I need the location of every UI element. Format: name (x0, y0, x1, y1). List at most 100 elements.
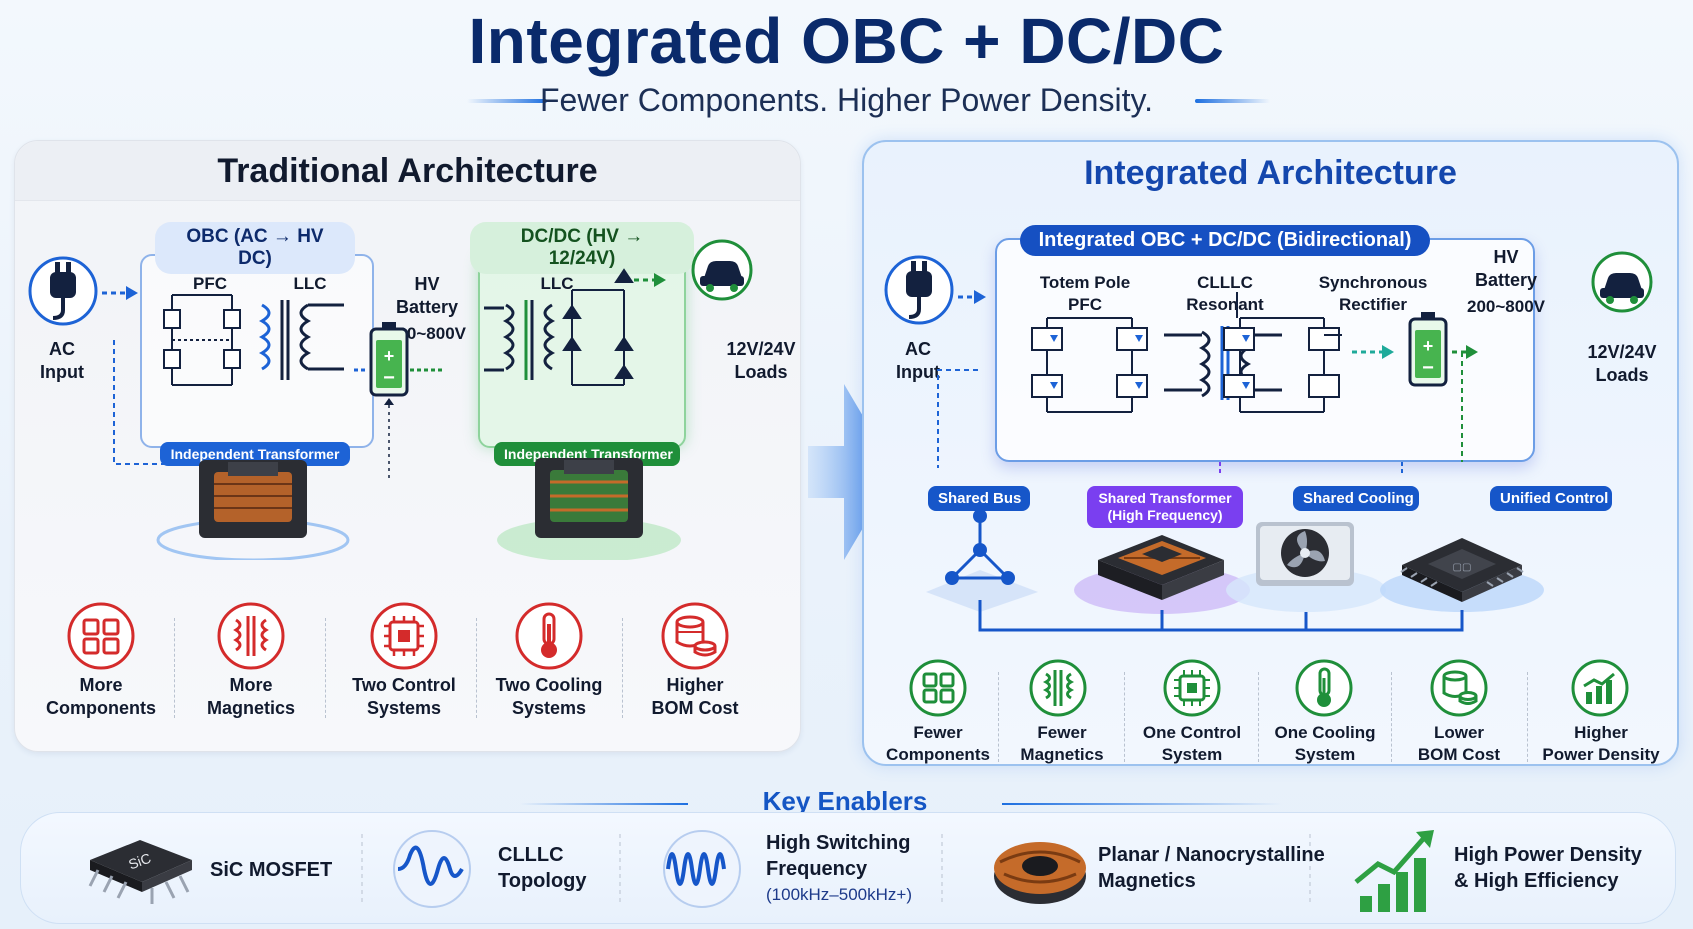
key-enablers-icons: SiC (88, 830, 1434, 912)
int-separator (1391, 672, 1392, 762)
components-grid-icon (909, 659, 967, 717)
trad-separator (622, 618, 623, 718)
int-benefit-label: Higher Power Density (1542, 723, 1660, 764)
traditional-title: Traditional Architecture (217, 152, 598, 190)
trad-separator (174, 618, 175, 718)
ac-plug-icon (884, 255, 954, 325)
network-icon (926, 488, 1038, 612)
trad-drawback-label: More Components (46, 675, 156, 718)
coins-icon (1430, 659, 1488, 717)
int-separator (1527, 672, 1528, 762)
thermometer-icon (515, 602, 583, 670)
svg-text:+: + (1423, 336, 1434, 356)
obc-pfc-label: PFC (193, 274, 227, 293)
key-enablers-rule-left (520, 803, 688, 805)
ke-label: High Switching Frequency (766, 832, 911, 880)
sync-rectifier-icon (1223, 292, 1340, 413)
int-battery-icon: + − (1408, 312, 1448, 387)
car-loads-icon (691, 239, 753, 301)
trad-drawbacks-row: More Components More Magnetics Two Contr… (14, 600, 801, 740)
subtitle-rule-right (1195, 99, 1270, 103)
sic-chip-text: SiC (126, 850, 153, 873)
svg-text:+: + (384, 346, 395, 366)
trad-drawback-label: More Magnetics (206, 675, 296, 718)
svg-text:▢▢: ▢▢ (1453, 562, 1472, 573)
magnetics-icon (1029, 659, 1087, 717)
int-benefit-label: Lower BOM Cost (1417, 723, 1501, 764)
integrated-diagram: + − (884, 251, 1653, 632)
growth-chart-icon (1571, 659, 1629, 717)
page-title: Integrated OBC + DC/DC (468, 5, 1225, 77)
svg-text:−: − (1422, 357, 1434, 379)
coins-icon (661, 602, 729, 670)
trad-drawback-icons (67, 602, 729, 670)
car-loads-icon (1591, 251, 1653, 313)
int-benefit-label: Fewer Components (886, 723, 990, 764)
int-separator (998, 672, 999, 762)
stage-label: Synchronous Rectifier (1318, 273, 1428, 314)
integrated-title: Integrated Architecture (1084, 154, 1457, 192)
magnetics-icon (217, 602, 285, 670)
obc-transformer-core-icon (156, 460, 350, 560)
battery-control-line (384, 398, 394, 480)
ac-plug-icon (28, 256, 98, 326)
int-separator (1124, 672, 1125, 762)
components-grid-icon (67, 602, 135, 670)
int-benefit-label: One Control System (1142, 723, 1242, 764)
integrated-to-battery-arrow (1352, 345, 1394, 359)
obc-transformer-icon (258, 300, 344, 380)
key-enablers-title: Key Enablers (762, 786, 928, 816)
subtitle-rule-left (467, 99, 547, 103)
int-benefit-icons (909, 659, 1629, 717)
chip-icon (1163, 659, 1221, 717)
shared-bus-tag: Shared Bus (928, 486, 1030, 511)
trad-drawback-label: Two Cooling Systems (495, 675, 603, 718)
ke-detail: (100kHz–500kHz+) (766, 885, 912, 904)
diode-rectifier-icon (562, 268, 634, 386)
battery-to-loads-arrow (1452, 345, 1478, 359)
dcdc-llc-label: LLC (540, 274, 574, 293)
trad-separator (476, 618, 477, 718)
integrated-box-label: Integrated OBC + DC/DC (Bidirectional) (1020, 225, 1430, 256)
ac-to-integrated-arrow (958, 290, 986, 304)
int-benefit-label: Fewer Magnetics (1020, 723, 1104, 764)
trad-drawback-label: Higher BOM Cost (651, 675, 739, 718)
growth-bars-icon (1354, 830, 1434, 912)
stage-label: Totem Pole PFC (1039, 273, 1131, 314)
ke-item-hf: High Switching Frequency (100kHz–500kHz+… (766, 830, 936, 908)
obc-transformer-tag: Independent Transformer (160, 442, 350, 466)
shared-transformer-tag: Shared Transformer (High Frequency) (1087, 486, 1243, 528)
trad-ac-input-label: AC Input (40, 339, 84, 382)
planar-transformer-icon (1074, 535, 1250, 614)
totem-pole-pfc-icon (1031, 317, 1148, 413)
trad-separator (325, 618, 326, 718)
hf-waveform-icon (663, 830, 741, 908)
trad-battery-icon: + − (369, 322, 409, 397)
trad-loads-label: 12V/24V Loads (726, 339, 796, 382)
int-hv-battery-label: HV Battery (1474, 247, 1538, 290)
big-right-arrow-icon (808, 384, 896, 560)
ke-label: CLLLC Topology (498, 844, 587, 892)
thermometer-icon (1295, 659, 1353, 717)
key-enablers-rule-right (1002, 803, 1282, 805)
unified-control-tag: Unified Control (1490, 486, 1612, 511)
toroid-core-icon (994, 842, 1086, 904)
page-subtitle: Fewer Components. Higher Power Density. (540, 82, 1153, 118)
int-loads-label: 12V/24V Loads (1587, 342, 1657, 385)
ke-label: High Power Density & High Efficiency (1454, 844, 1642, 892)
int-separator (1258, 672, 1259, 762)
svg-text:−: − (383, 367, 395, 389)
traditional-diagram: + − (28, 239, 753, 560)
trad-hv-battery-label: HV Battery (395, 274, 459, 317)
dcdc-transformer-core-icon (497, 458, 681, 560)
ke-label: SiC MOSFET (210, 859, 333, 881)
chip-icon (370, 602, 438, 670)
trad-drawback-label: Two Control Systems (352, 675, 456, 718)
int-benefit-label: One Cooling System (1274, 723, 1376, 764)
int-benefits-row: Fewer Components Fewer Magnetics One Con… (862, 658, 1679, 768)
pfc-bridge-icon (163, 294, 241, 386)
clllc-waveform-icon (393, 830, 471, 908)
dcdc-box-label: DC/DC (HV → 12/24V) (470, 222, 694, 274)
int-ac-input-label: AC Input (896, 339, 940, 382)
shared-bus-line (978, 600, 1464, 632)
